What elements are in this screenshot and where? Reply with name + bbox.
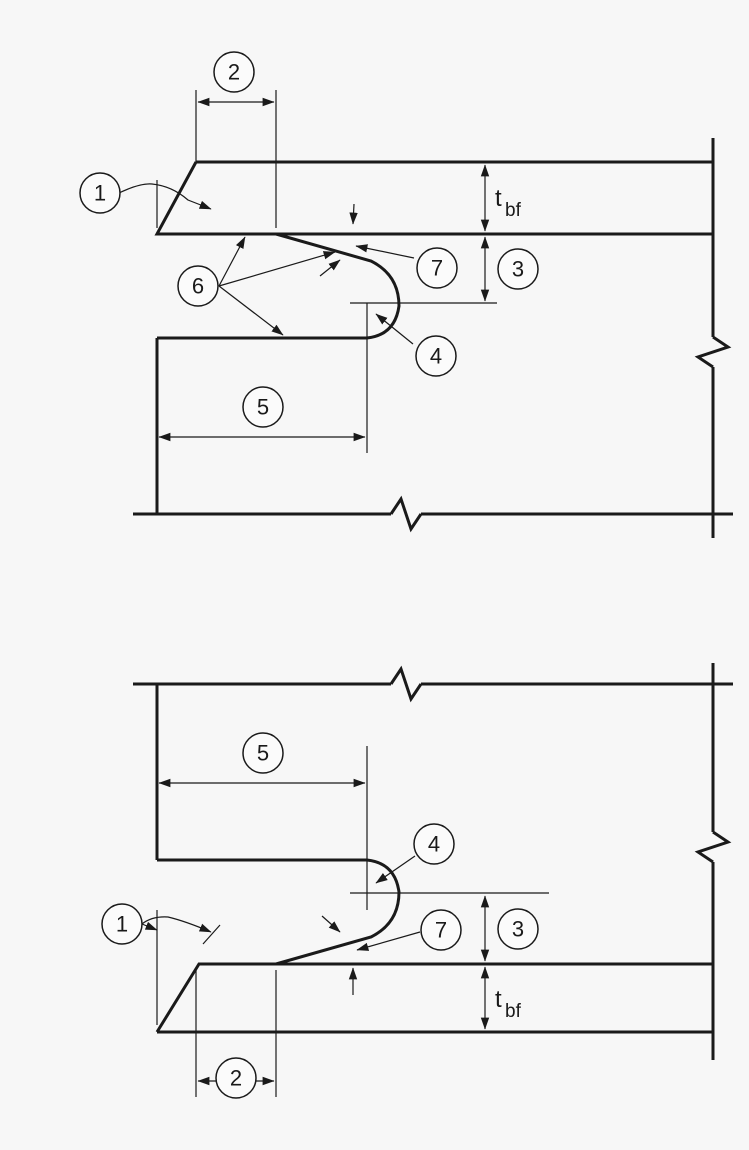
- svg-text:1: 1: [94, 181, 106, 206]
- bottom-flange-thickness-label: t bf: [495, 986, 522, 1022]
- top-callout-2: 2: [213, 51, 255, 93]
- bottom-beam-outline: [133, 663, 733, 1060]
- top-callout-5: 5: [242, 386, 284, 428]
- svg-text:bf: bf: [505, 1001, 522, 1022]
- top-callout-4: 4: [415, 335, 457, 377]
- bottom-callout-1: 1: [101, 903, 143, 945]
- svg-text:1: 1: [116, 912, 128, 937]
- bottom-weld-access-hole: [157, 858, 401, 966]
- svg-text:7: 7: [431, 256, 443, 281]
- svg-text:bf: bf: [505, 200, 522, 221]
- bottom-detail: 1 2 3 4 5 7 t bf: [101, 663, 733, 1099]
- bottom-callout-3: 3: [497, 908, 539, 950]
- top-callout-1: 1: [79, 172, 121, 214]
- bottom-callout-4: 4: [413, 823, 455, 865]
- svg-text:5: 5: [257, 741, 269, 766]
- bottom-callout-5: 5: [242, 732, 284, 774]
- svg-text:2: 2: [228, 60, 240, 85]
- svg-text:5: 5: [257, 395, 269, 420]
- svg-text:4: 4: [430, 344, 442, 369]
- bottom-callout-2: 2: [215, 1057, 257, 1099]
- top-callout-6: 6: [177, 265, 219, 307]
- top-callout-3: 3: [497, 248, 539, 290]
- svg-text:7: 7: [435, 918, 447, 943]
- top-detail: 1 2 3 4 5 6 7 t bf: [79, 51, 733, 538]
- top-flange-thickness-label: t bf: [495, 185, 522, 221]
- svg-text:4: 4: [428, 832, 440, 857]
- svg-text:3: 3: [512, 917, 524, 942]
- top-weld-access-hole: [157, 232, 401, 340]
- svg-text:t: t: [495, 185, 502, 212]
- top-callout-7: 7: [416, 247, 458, 289]
- bottom-callout-7: 7: [420, 909, 462, 951]
- svg-text:6: 6: [192, 274, 204, 299]
- top-beam-outline: [133, 138, 733, 538]
- svg-text:t: t: [495, 986, 502, 1013]
- svg-text:3: 3: [512, 257, 524, 282]
- svg-text:2: 2: [230, 1066, 242, 1091]
